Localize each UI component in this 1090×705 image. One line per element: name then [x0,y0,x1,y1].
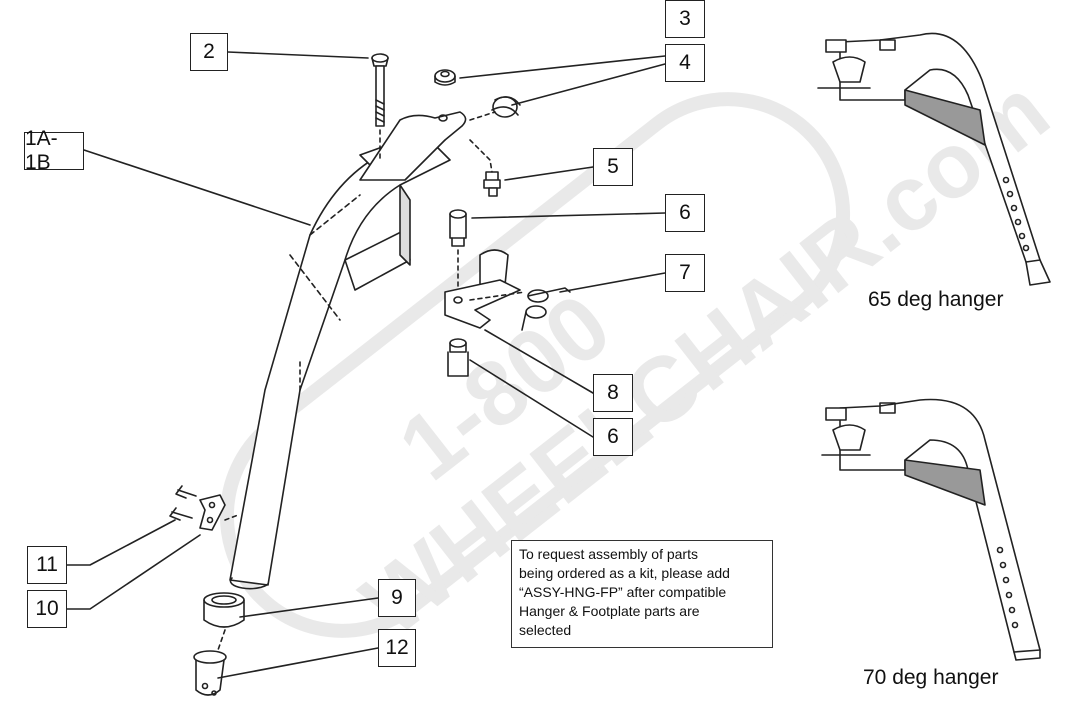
caption-65-deg-hanger: 65 deg hanger [868,288,1004,311]
callout-1a-1b: 1A-1B [24,127,84,174]
callout-3: 3 [665,0,705,38]
part-bushing-lower [447,338,469,377]
callout-2: 2 [190,33,228,71]
hanger-65-deg [817,32,1051,286]
part-screws-and-plate [169,485,239,531]
part-pin [193,629,227,696]
callout-7: 7 [665,254,705,292]
part-sleeve [203,592,245,628]
callout-10: 10 [27,590,67,628]
part-bushing-upper [449,209,467,296]
callout-5: 5 [593,148,633,186]
caption-70-deg-hanger: 70 deg hanger [863,666,999,689]
callout-12: 12 [378,629,416,667]
callout-6-lower: 6 [593,418,633,456]
part-bumper [469,96,521,121]
part-stud [469,139,501,197]
part-latch [444,249,526,329]
part-spring [521,287,571,331]
callout-6-upper: 6 [665,194,705,232]
part-nut [434,69,456,86]
callout-11: 11 [27,546,67,584]
assembly-note: To request assembly of parts being order… [511,540,773,648]
hanger-tube [229,111,467,590]
leader-lines [65,51,666,679]
hanger-70-deg [821,398,1041,661]
part-bolt [371,53,389,161]
callout-4: 4 [665,44,705,82]
callout-9: 9 [378,579,416,617]
callout-8: 8 [593,374,633,412]
